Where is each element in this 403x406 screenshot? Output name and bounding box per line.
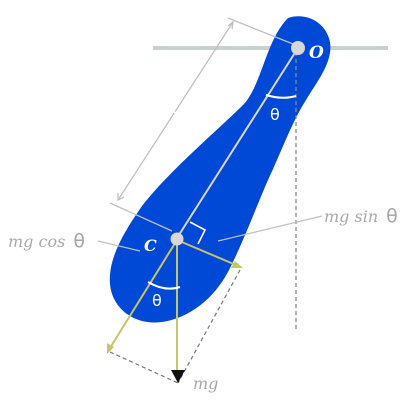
right-angle-marker	[189, 221, 207, 245]
length-dimension-line	[117, 21, 234, 201]
theta-arc-bottom	[147, 281, 181, 290]
center-of-mass-point	[170, 232, 184, 246]
mg-sin-label: mg sin θ	[324, 205, 398, 227]
mg-label: mg	[193, 374, 218, 393]
mg-sin-leader-line	[217, 215, 323, 242]
mg-sin-arrowhead	[231, 261, 243, 268]
length-arrowhead-top	[227, 20, 234, 30]
mg-sin-component-arrow	[176, 239, 237, 266]
length-extension-top	[227, 17, 294, 45]
force-parallelogram-right	[177, 269, 241, 384]
theta-arc-top	[265, 94, 297, 99]
length-extension-bottom	[109, 202, 173, 232]
theta-label-bottom: θ	[152, 291, 162, 310]
pivot-point	[291, 41, 305, 55]
force-parallelogram-bottom	[109, 351, 179, 384]
mg-cos-arrowhead	[107, 343, 114, 354]
mg-cos-component-arrow	[109, 239, 178, 349]
mg-cos-label: mg cos θ	[8, 230, 85, 252]
center-of-mass-label: C	[144, 236, 157, 255]
mg-arrowhead	[171, 370, 185, 383]
rod	[176, 47, 299, 239]
pivot-label: O	[309, 43, 324, 63]
theta-label-top: θ	[270, 105, 280, 124]
length-arrowhead-bottom	[117, 193, 125, 202]
mg-cos-leader-line	[97, 240, 141, 252]
